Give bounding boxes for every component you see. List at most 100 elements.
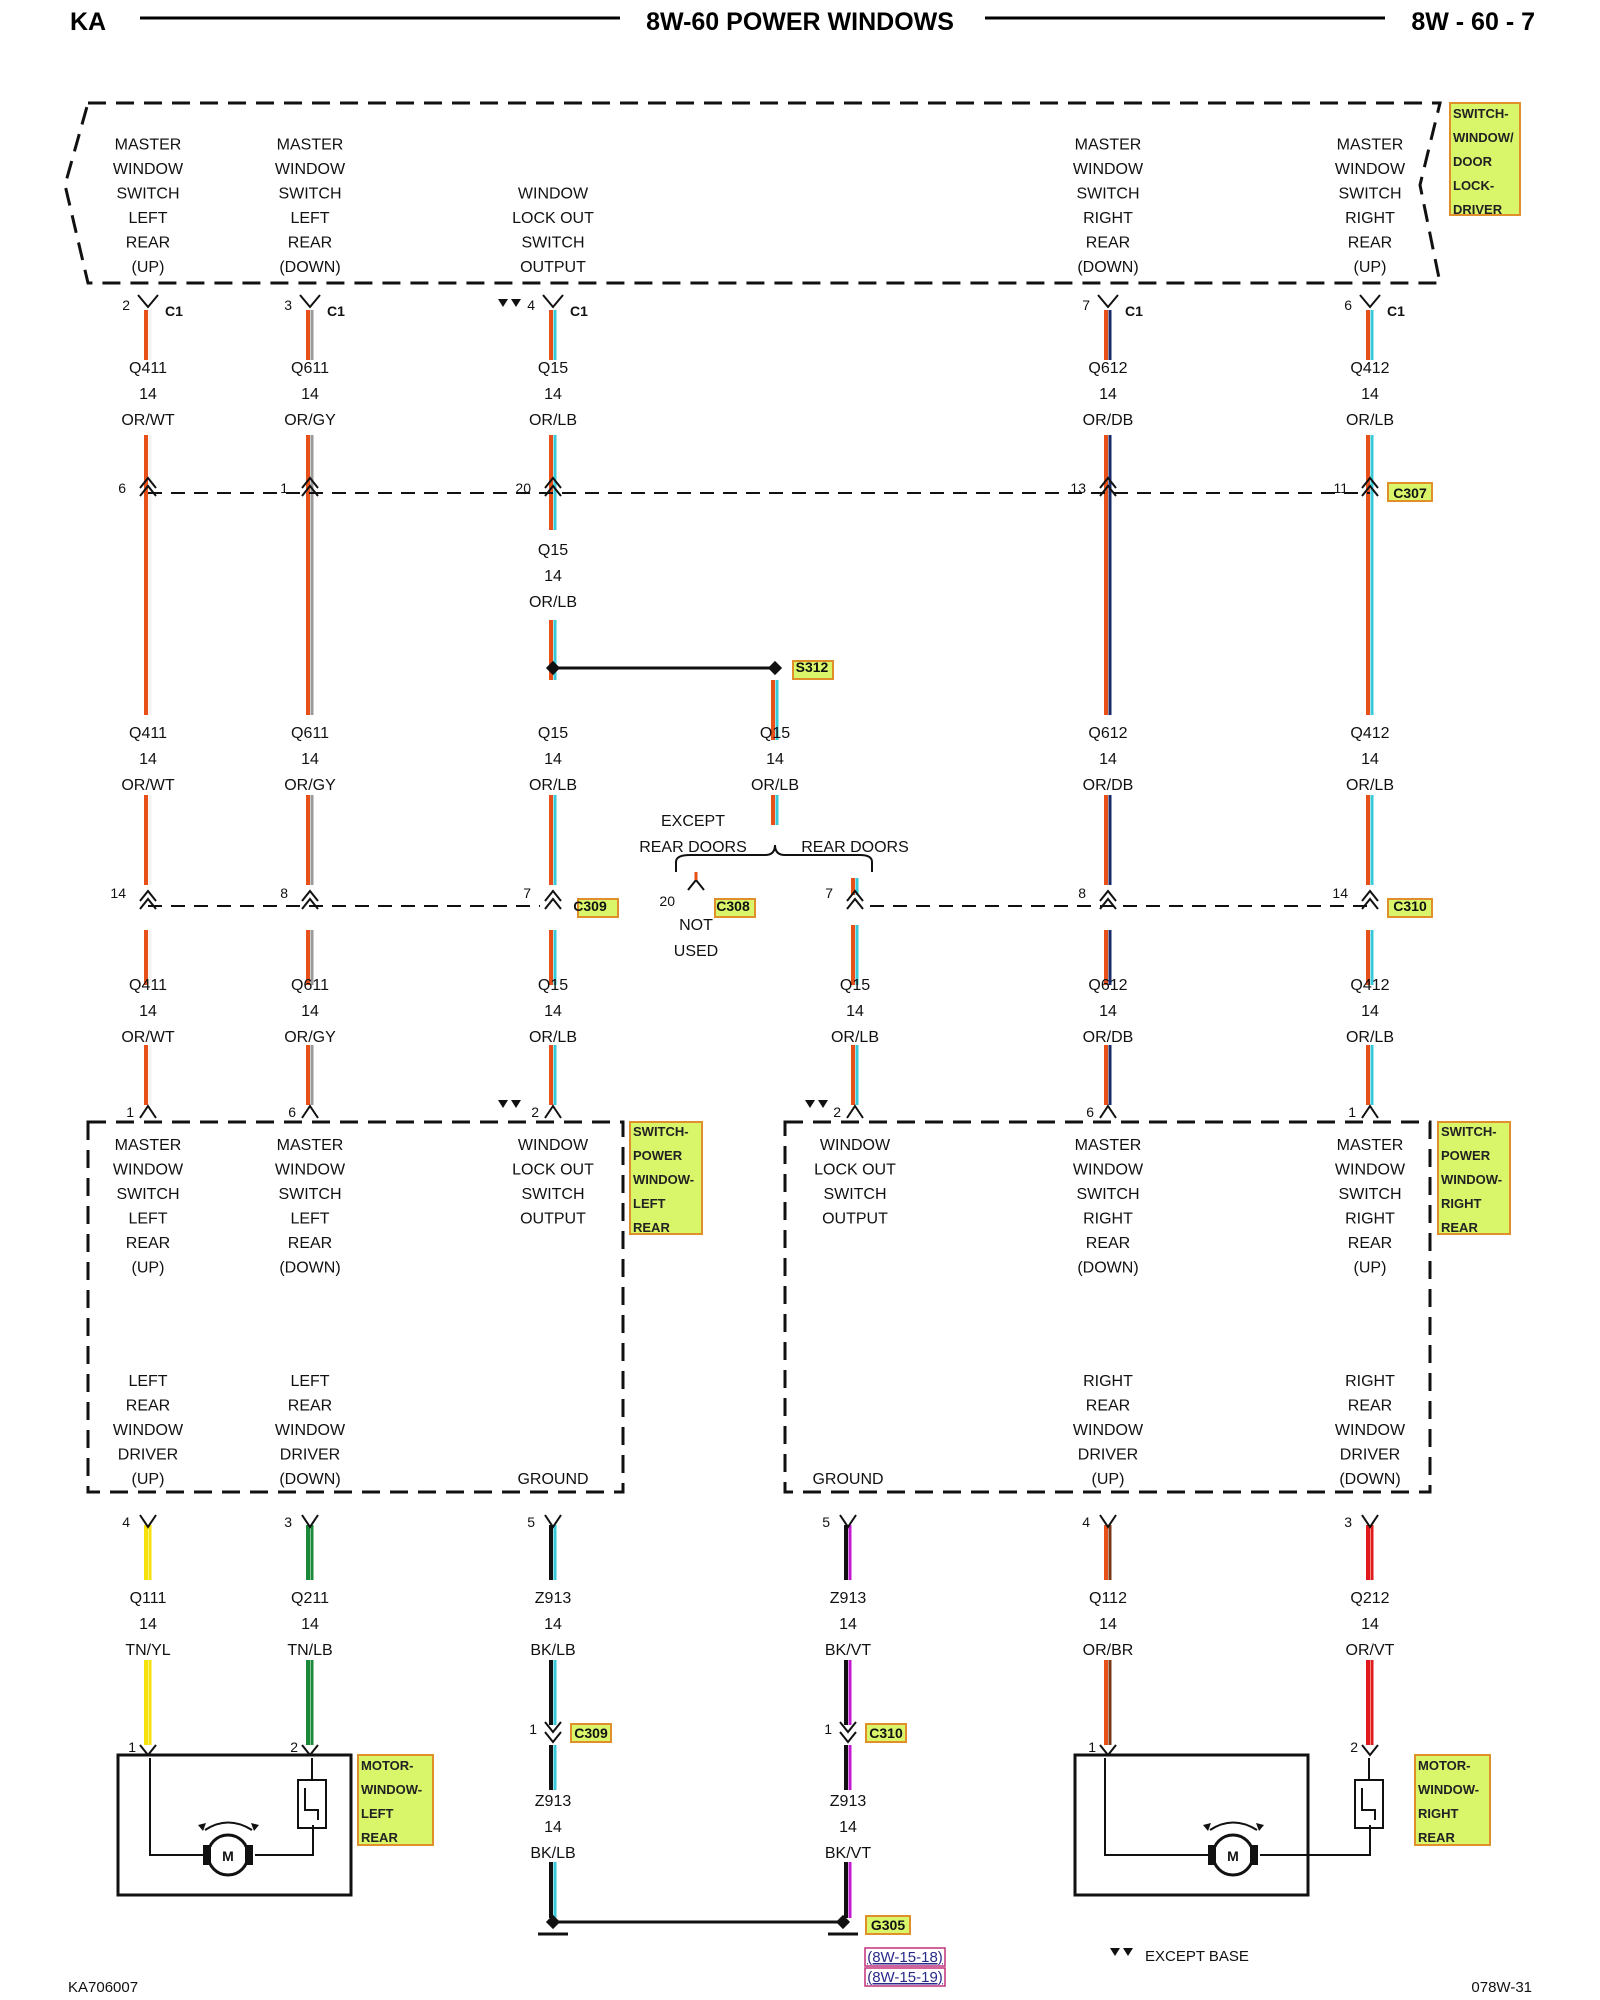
wire-q211 — [306, 1660, 314, 1745]
circuit-id: Z913 — [830, 1793, 867, 1810]
pin-number: 3 — [284, 1514, 292, 1530]
circuit-gauge: 14 — [1361, 751, 1379, 768]
pin-function-label: WINDOW — [1073, 1422, 1144, 1439]
wire-z913a — [549, 1525, 557, 1580]
component-name-line: LOCK- — [1453, 178, 1494, 193]
header: KA 8W-60 POWER WINDOWS 8W - 60 - 7 — [70, 8, 1535, 36]
circuit-id: Q112 — [1089, 1590, 1127, 1607]
pin-function-label: OUTPUT — [822, 1211, 888, 1228]
left-rear-switch-pins: MASTERWINDOWSWITCHLEFTREAR(UP)1MASTERWIN… — [113, 1100, 594, 1530]
pin-function-label: REAR — [288, 1398, 332, 1415]
component-name-line: WINDOW- — [1418, 1782, 1479, 1797]
circuit-color: BK/VT — [825, 1642, 871, 1659]
pin-function-label: SWITCH — [1076, 1186, 1139, 1203]
pin-function-label: MASTER — [1075, 137, 1142, 154]
circuit-id: Z913 — [535, 1793, 572, 1810]
circuit-gauge: 14 — [839, 1616, 857, 1633]
branch-bracket: EXCEPT REAR DOORS REAR DOORS — [639, 813, 909, 872]
pin-function-label: WINDOW — [1073, 1162, 1144, 1179]
pin-function-label: (DOWN) — [279, 1471, 340, 1488]
pin-function-label: (UP) — [132, 1260, 165, 1277]
pin-function-label: (DOWN) — [279, 259, 340, 276]
pin-function-label: RIGHT — [1083, 1373, 1133, 1390]
connector-name: C1 — [327, 303, 345, 319]
circuit-gauge: 14 — [766, 751, 784, 768]
component-name-line: RIGHT — [1441, 1196, 1482, 1211]
c309-pin-number: 8 — [280, 885, 288, 901]
pin-function-label: SWITCH — [521, 1186, 584, 1203]
circuit-color: OR/LB — [1346, 1029, 1394, 1046]
wire-z913b — [844, 1525, 852, 1580]
pin-function-label: WINDOW — [113, 161, 184, 178]
pin-function-label: REAR — [288, 1235, 332, 1252]
circuit-color: OR/GY — [284, 1029, 336, 1046]
pin-function-label: WINDOW — [820, 1137, 891, 1154]
wire-q612 — [1104, 310, 1112, 360]
circuit-color: TN/YL — [125, 1642, 170, 1659]
splice-s312 — [545, 660, 783, 676]
component-name-line: POWER — [1441, 1148, 1491, 1163]
c307-pin-number: 13 — [1070, 480, 1086, 496]
circuit-gauge: 14 — [1099, 751, 1117, 768]
ref-link-1[interactable]: (8W-15-18) — [867, 1949, 943, 1966]
circuit-id: Q211 — [291, 1590, 329, 1607]
circuit-gauge: 14 — [301, 386, 319, 403]
component-name-line: MOTOR- — [1418, 1758, 1470, 1773]
pin-function-label: MASTER — [115, 1137, 182, 1154]
pin-function-label: SWITCH — [1338, 186, 1401, 203]
circuit-id: Q611 — [291, 725, 329, 742]
footer-right: 078W-31 — [1471, 1979, 1532, 1996]
wire-q612 — [1104, 1045, 1112, 1105]
component-name-line: REAR — [633, 1220, 670, 1235]
pin-function-label: SWITCH — [278, 186, 341, 203]
pin-function-label: RIGHT — [1345, 210, 1395, 227]
pin-function-label: WINDOW — [113, 1422, 184, 1439]
circuit-id: Q111 — [130, 1590, 167, 1607]
pin-function-label: OUTPUT — [520, 259, 586, 276]
pin-function-label: RIGHT — [1345, 1373, 1395, 1390]
pin-number: 4 — [122, 1514, 130, 1530]
wire-z913b — [844, 1745, 852, 1790]
driver-switch-label-box — [1449, 102, 1521, 216]
component-name-line: POWER — [633, 1148, 683, 1163]
component-name-line: SWITCH- — [633, 1124, 689, 1139]
wire-z913a — [549, 1862, 557, 1918]
wires — [144, 310, 1374, 1918]
component-name-line: LEFT — [361, 1806, 394, 1821]
pin-function-label: REAR — [1348, 1235, 1392, 1252]
left-motor-m: M — [222, 1848, 234, 1864]
pin-number: 1 — [126, 1104, 134, 1120]
header-left: KA — [70, 8, 106, 36]
component-name-line: REAR — [1418, 1830, 1455, 1845]
pin-function-label: MASTER — [1337, 137, 1404, 154]
inline-pin-number: 1 — [529, 1721, 537, 1737]
pin-function-label: MASTER — [1337, 1137, 1404, 1154]
connector-name: C1 — [1387, 303, 1405, 319]
motor-pin-number: 2 — [1350, 1739, 1358, 1755]
footer: KA706007 EXCEPT BASE (8W-15-18) (8W-15-1… — [68, 1947, 1532, 1996]
pin-number: 6 — [1344, 297, 1352, 313]
pin-function-label: REAR — [126, 235, 170, 252]
ref-link-2[interactable]: (8W-15-19) — [867, 1969, 943, 1986]
wire-q112 — [1104, 1660, 1112, 1745]
wire-q611 — [306, 310, 314, 360]
circuit-id: Q411 — [129, 360, 167, 377]
pin-function-label: REAR — [1348, 235, 1392, 252]
circuit-labels: Q41114OR/WTQ61114OR/GYQ1514OR/LBQ61214OR… — [121, 360, 1394, 1862]
circuit-color: OR/WT — [121, 777, 175, 794]
circuit-color: TN/LB — [287, 1642, 332, 1659]
circuit-color: OR/WT — [121, 412, 175, 429]
wire-q211 — [306, 1525, 314, 1580]
c307-pin-number: 6 — [118, 480, 126, 496]
pin-function-label: RIGHT — [1345, 1211, 1395, 1228]
circuit-gauge: 14 — [544, 568, 562, 585]
circuit-gauge: 14 — [1099, 1003, 1117, 1020]
inline-pin-number: 1 — [824, 1721, 832, 1737]
pin-function-label: WINDOW — [275, 1162, 346, 1179]
